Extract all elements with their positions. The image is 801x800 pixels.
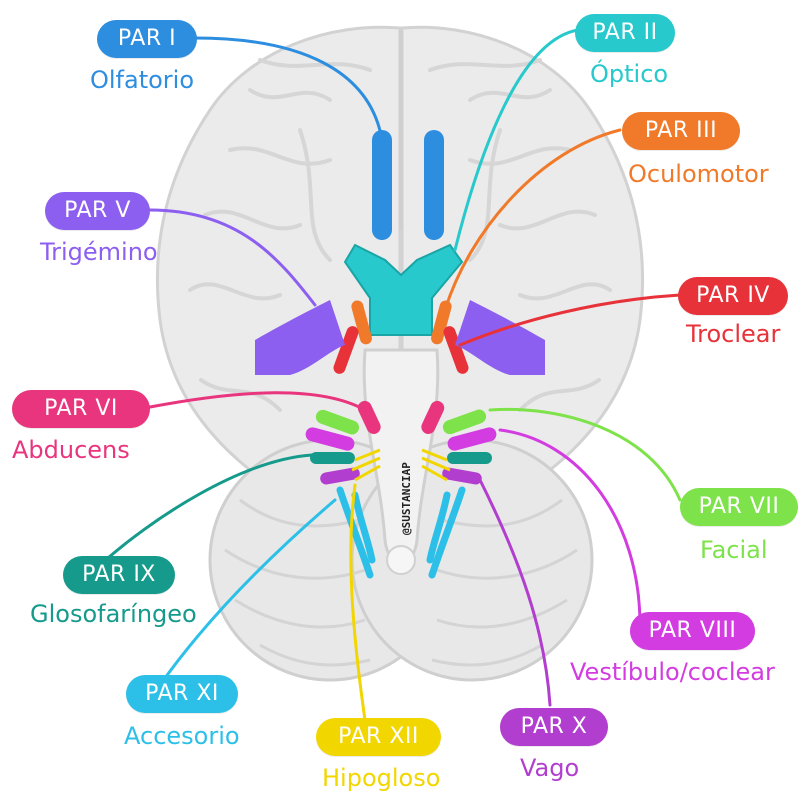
badge-par5: PAR V: [45, 192, 150, 230]
badge-par10: PAR X: [500, 708, 608, 746]
label-accesorio: Accesorio: [124, 722, 240, 750]
badge-par1: PAR I: [97, 20, 197, 58]
badge-par3: PAR III: [622, 112, 740, 150]
badge-par11: PAR XI: [126, 675, 238, 713]
badge-par4: PAR IV: [678, 277, 788, 315]
badge-par1-text: PAR I: [97, 20, 197, 58]
label-glosofaringeo: Glosofaríngeo: [30, 600, 197, 628]
badge-par8-text: PAR VIII: [630, 612, 755, 650]
badge-par4-text: PAR IV: [678, 277, 788, 315]
label-troclear: Troclear: [686, 320, 780, 348]
badge-par8: PAR VIII: [630, 612, 755, 650]
badge-par12-text: PAR XII: [316, 718, 441, 756]
badge-par3-text: PAR III: [622, 112, 740, 150]
badge-par9-text: PAR IX: [63, 556, 175, 594]
label-oculomotor: Oculomotor: [628, 160, 769, 188]
label-optico: Óptico: [590, 60, 668, 88]
badge-par12: PAR XII: [316, 718, 441, 756]
label-vestibulococlear: Vestíbulo/coclear: [570, 658, 775, 686]
badge-par9: PAR IX: [63, 556, 175, 594]
label-facial: Facial: [700, 536, 768, 564]
label-olfatorio: Olfatorio: [90, 66, 194, 94]
glossopharyngeal-stub-right: [447, 452, 492, 464]
badge-par7-text: PAR VII: [680, 488, 798, 526]
glossopharyngeal-stub-left: [310, 452, 355, 464]
label-abducens: Abducens: [12, 436, 130, 464]
badge-par5-text: PAR V: [45, 192, 150, 230]
badge-par6-text: PAR VI: [12, 390, 150, 428]
badge-par10-text: PAR X: [500, 708, 608, 746]
badge-par2: PAR II: [575, 14, 675, 52]
label-vago: Vago: [520, 754, 579, 782]
badge-par11-text: PAR XI: [126, 675, 238, 713]
badge-par6: PAR VI: [12, 390, 150, 428]
credit-text: @SUSTANCIAP: [400, 462, 413, 535]
label-trigemino: Trigémino: [40, 238, 158, 266]
badge-par7: PAR VII: [680, 488, 798, 526]
badge-par2-text: PAR II: [575, 14, 675, 52]
label-hipogloso: Hipogloso: [322, 764, 440, 792]
